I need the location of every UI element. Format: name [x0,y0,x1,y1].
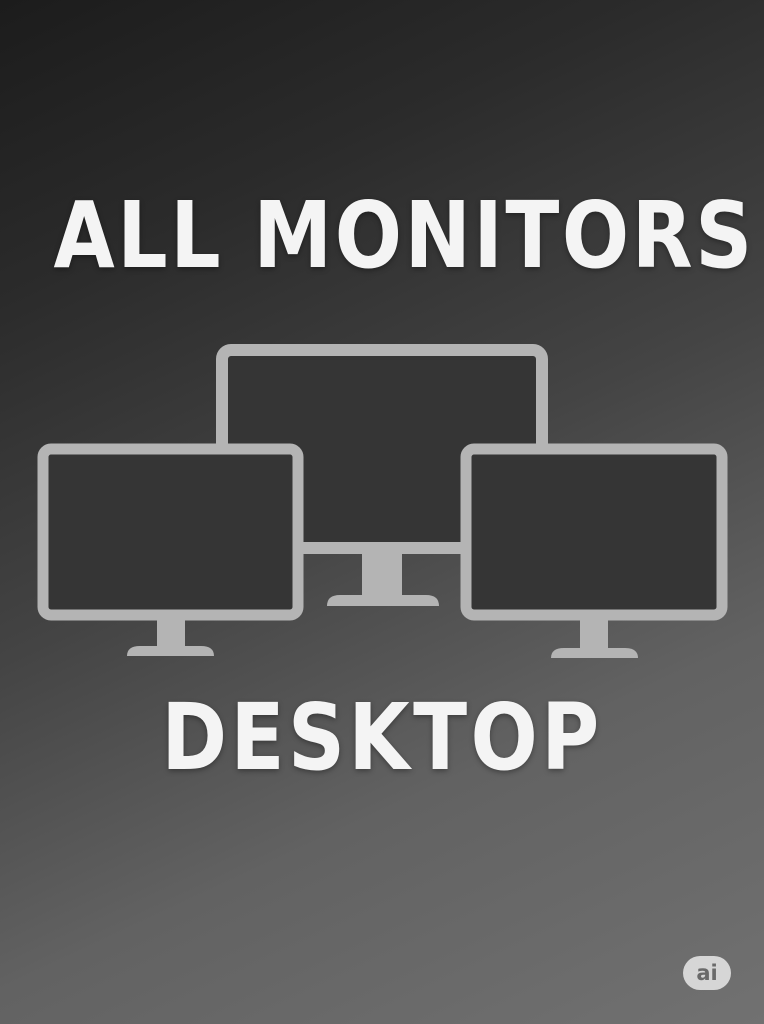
ai-badge: ai [683,956,731,990]
headline-desktop: DESKTOP [161,684,603,791]
monitors-illustration [37,344,728,658]
right-monitor-icon [460,443,728,658]
headline-all-monitors: ALL MONITORS [53,182,755,289]
left-monitor-icon [37,443,304,656]
